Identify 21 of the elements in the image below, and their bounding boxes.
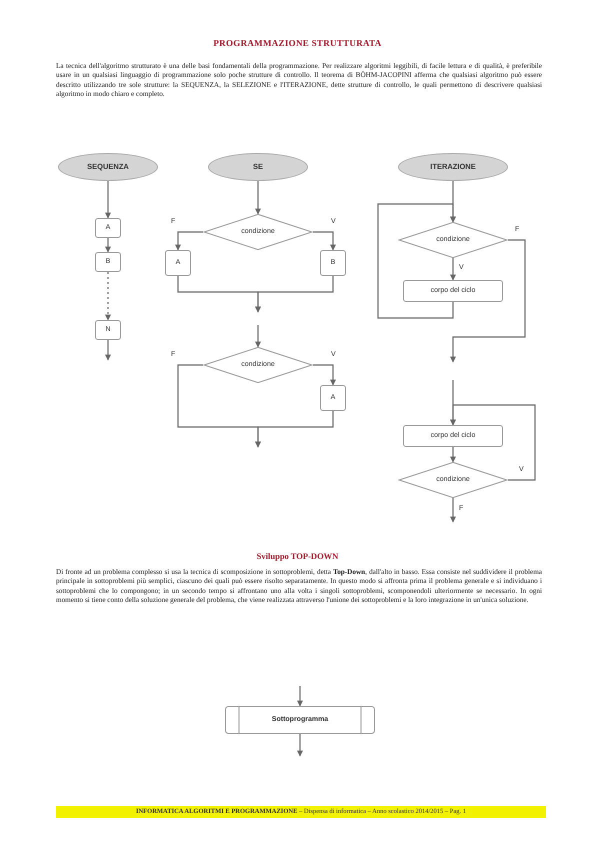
arrow <box>175 231 203 251</box>
arrow <box>105 238 111 253</box>
arrow <box>450 239 526 363</box>
section-heading: Sviluppo TOP-DOWN <box>256 551 340 561</box>
arrow <box>377 203 456 319</box>
arrow <box>450 404 536 481</box>
arrow <box>105 340 111 361</box>
arrow <box>450 447 456 463</box>
arrow <box>255 411 334 448</box>
arrow <box>255 325 261 348</box>
arrow <box>450 498 456 523</box>
arrow <box>450 258 456 281</box>
arrow <box>313 364 336 386</box>
arrow <box>255 181 261 215</box>
arrow <box>105 272 111 321</box>
page-title: PROGRAMMAZIONE STRUTTURATA <box>212 38 383 48</box>
arrow <box>313 231 336 251</box>
arrow <box>105 181 111 219</box>
arrow <box>297 686 303 707</box>
arrow <box>297 734 303 757</box>
arrow <box>255 276 334 313</box>
